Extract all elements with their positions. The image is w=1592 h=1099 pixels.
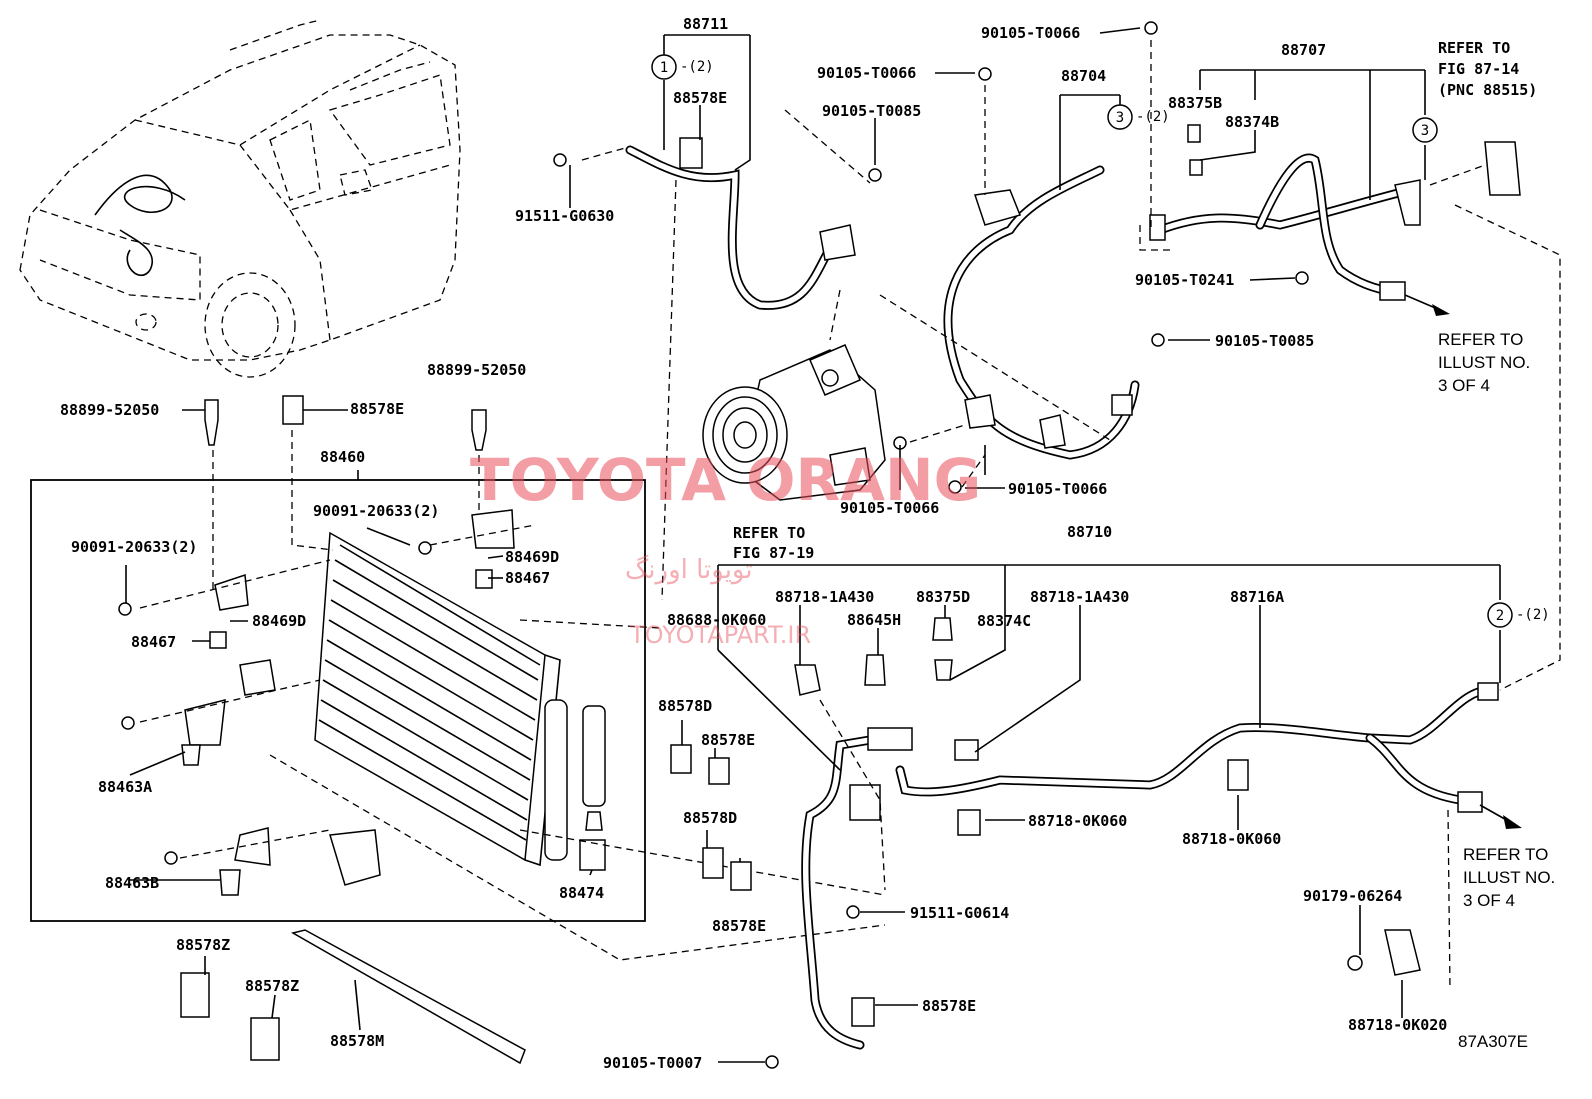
- refer-arrows: [1404, 294, 1522, 829]
- svg-text:-(2): -(2): [1516, 607, 1550, 623]
- label-88375D: 88375D: [916, 588, 970, 606]
- refer-fig-87-14-line3: (PNC 88515): [1438, 81, 1537, 99]
- label-88578E-b: 88578E: [350, 400, 404, 418]
- vehicle-illustration: [19, 19, 461, 378]
- label-90179-06264: 90179-06264: [1303, 887, 1402, 905]
- refer-fig-87-19-line1: REFER TO: [733, 524, 805, 542]
- label-88718-1A430-b: 88718-1A430: [1030, 588, 1129, 606]
- watermark-main: TOYOTA ORANG: [470, 446, 981, 514]
- label-90105-T0085-a: 90105-T0085: [822, 102, 921, 120]
- refer-illust-b-line1: REFER TO: [1463, 845, 1548, 864]
- refer-fig-87-19-line2: FIG 87-19: [733, 544, 814, 562]
- label-88704: 88704: [1061, 67, 1106, 85]
- label-88899-52050-a: 88899-52050: [60, 401, 159, 419]
- label-88374B: 88374B: [1225, 113, 1279, 131]
- hose-88711: [625, 145, 856, 310]
- label-88463A: 88463A: [98, 778, 152, 796]
- label-90105-T0066-b: 90105-T0066: [981, 24, 1080, 42]
- label-90091-20633-b: 90091-20633(2): [71, 538, 197, 556]
- refer-illust-a-line3: 3 OF 4: [1438, 376, 1490, 395]
- tube-88710: [801, 682, 1499, 1050]
- svg-text:1: 1: [660, 60, 668, 76]
- label-90105-T0007: 90105-T0007: [603, 1054, 702, 1072]
- label-88718-0K020: 88718-0K020: [1348, 1016, 1447, 1034]
- label-88375B: 88375B: [1168, 94, 1222, 112]
- part-labels: 88711 88578E 91511-G0630 90105-T0066 901…: [60, 15, 1447, 1072]
- label-90105-T0066-c: 90105-T0066: [1008, 480, 1107, 498]
- callout-3-a: 3 -(2): [1107, 104, 1170, 130]
- label-88710: 88710: [1067, 523, 1112, 541]
- label-88688-0K060: 88688-0K060: [667, 611, 766, 629]
- svg-text:-(2): -(2): [680, 59, 714, 75]
- compressor: [702, 344, 886, 501]
- callout-1: 1 -(2): [651, 54, 714, 80]
- condenser-group-frame: [30, 479, 646, 922]
- label-91511-G0614: 91511-G0614: [910, 904, 1009, 922]
- label-90105-T0085-b: 90105-T0085: [1215, 332, 1314, 350]
- refer-illust-a-line1: REFER TO: [1438, 330, 1523, 349]
- svg-text:3: 3: [1116, 110, 1124, 126]
- label-90105-T0066-d: 90105-T0066: [840, 499, 939, 517]
- svg-text:-(2): -(2): [1136, 109, 1170, 125]
- hose-88704: [943, 165, 1140, 460]
- label-88474: 88474: [559, 884, 604, 902]
- label-88578M: 88578M: [330, 1032, 384, 1050]
- label-90105-T0241: 90105-T0241: [1135, 271, 1234, 289]
- callout-2: 2 -(2): [1487, 602, 1550, 628]
- label-88645H: 88645H: [847, 611, 901, 629]
- label-88578E-c: 88578E: [701, 731, 755, 749]
- label-88460: 88460: [320, 448, 365, 466]
- refer-illust-a-line2: ILLUST NO.: [1438, 353, 1530, 372]
- figure-code: 87A307E: [1458, 1032, 1528, 1051]
- label-88374C: 88374C: [977, 612, 1031, 630]
- refer-illust-b-line3: 3 OF 4: [1463, 891, 1515, 910]
- callout-3-b: 3: [1412, 117, 1438, 143]
- hose-88707: [1149, 141, 1521, 301]
- label-88899-52050-b: 88899-52050: [427, 361, 526, 379]
- reference-notes: REFER TO FIG 87-14 (PNC 88515) REFER TO …: [733, 39, 1555, 1051]
- label-88469D-a: 88469D: [505, 548, 559, 566]
- label-90091-20633-a: 90091-20633(2): [313, 502, 439, 520]
- watermark-site: TOYOTAPART.IR: [629, 621, 811, 649]
- label-88578E-e: 88578E: [922, 997, 976, 1015]
- refer-illust-b-line2: ILLUST NO.: [1463, 868, 1555, 887]
- svg-text:2: 2: [1496, 608, 1504, 624]
- label-88469D-b: 88469D: [252, 612, 306, 630]
- label-88578Z-b: 88578Z: [245, 977, 299, 995]
- seal-blocks: [180, 137, 875, 1065]
- fittings: [553, 21, 1421, 1069]
- label-88578E-d: 88578E: [712, 917, 766, 935]
- label-88711: 88711: [683, 15, 728, 33]
- label-88463B: 88463B: [105, 874, 159, 892]
- refer-fig-87-14-line2: FIG 87-14: [1438, 60, 1519, 78]
- watermark-persian: تویوتا اورنگ: [625, 554, 753, 585]
- label-88716A: 88716A: [1230, 588, 1284, 606]
- label-88578Z-a: 88578Z: [176, 936, 230, 954]
- label-88467-a: 88467: [505, 569, 550, 587]
- label-88707: 88707: [1281, 41, 1326, 59]
- label-88718-1A430-a: 88718-1A430: [775, 588, 874, 606]
- condenser-brackets: [118, 395, 515, 896]
- label-88718-0K060-b: 88718-0K060: [1182, 830, 1281, 848]
- label-88578D-b: 88578D: [683, 809, 737, 827]
- svg-text:3: 3: [1421, 123, 1429, 139]
- label-88718-0K060-a: 88718-0K060: [1028, 812, 1127, 830]
- label-88578D-a: 88578D: [658, 697, 712, 715]
- label-88467-b: 88467: [131, 633, 176, 651]
- refer-fig-87-14-line1: REFER TO: [1438, 39, 1510, 57]
- label-88578E-a: 88578E: [673, 89, 727, 107]
- label-91511-G0630: 91511-G0630: [515, 207, 614, 225]
- condenser-core: [314, 531, 606, 886]
- leader-lines: [125, 27, 1501, 1063]
- label-90105-T0066-a: 90105-T0066: [817, 64, 916, 82]
